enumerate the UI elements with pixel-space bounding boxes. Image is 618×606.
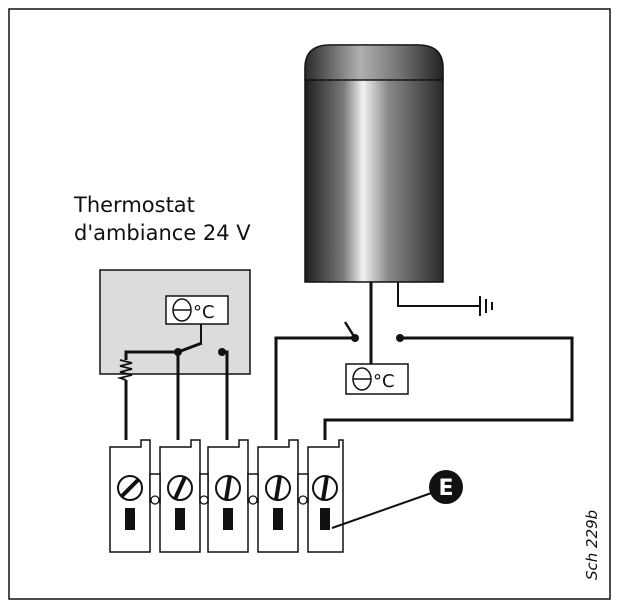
thermostat-label-line2: d'ambiance 24 V [74, 221, 251, 245]
tank-thermostat-sensor: °C [345, 363, 409, 395]
ground-icon [397, 282, 493, 316]
callout-badge [429, 470, 463, 504]
callout-leader [331, 489, 441, 529]
tank-switch-contact-right [396, 334, 404, 342]
terminal-block [109, 439, 344, 553]
tank-thermo-unit: °C [373, 371, 395, 392]
reference-code: Sch 229b [583, 510, 601, 580]
room-switch-pivot [174, 348, 182, 356]
room-thermo-unit: °C [193, 302, 215, 323]
screw-icon [117, 475, 338, 501]
callout-letter: E [438, 476, 453, 501]
coil-icon [116, 359, 133, 381]
water-heater-tank [304, 44, 444, 283]
room-switch-contact [218, 348, 226, 356]
theta-sensor-icon [172, 298, 192, 322]
tank-switch-contact-left [351, 334, 359, 342]
thermostat-label-line1: Thermostat [73, 193, 195, 217]
theta-sensor-icon [352, 367, 372, 391]
